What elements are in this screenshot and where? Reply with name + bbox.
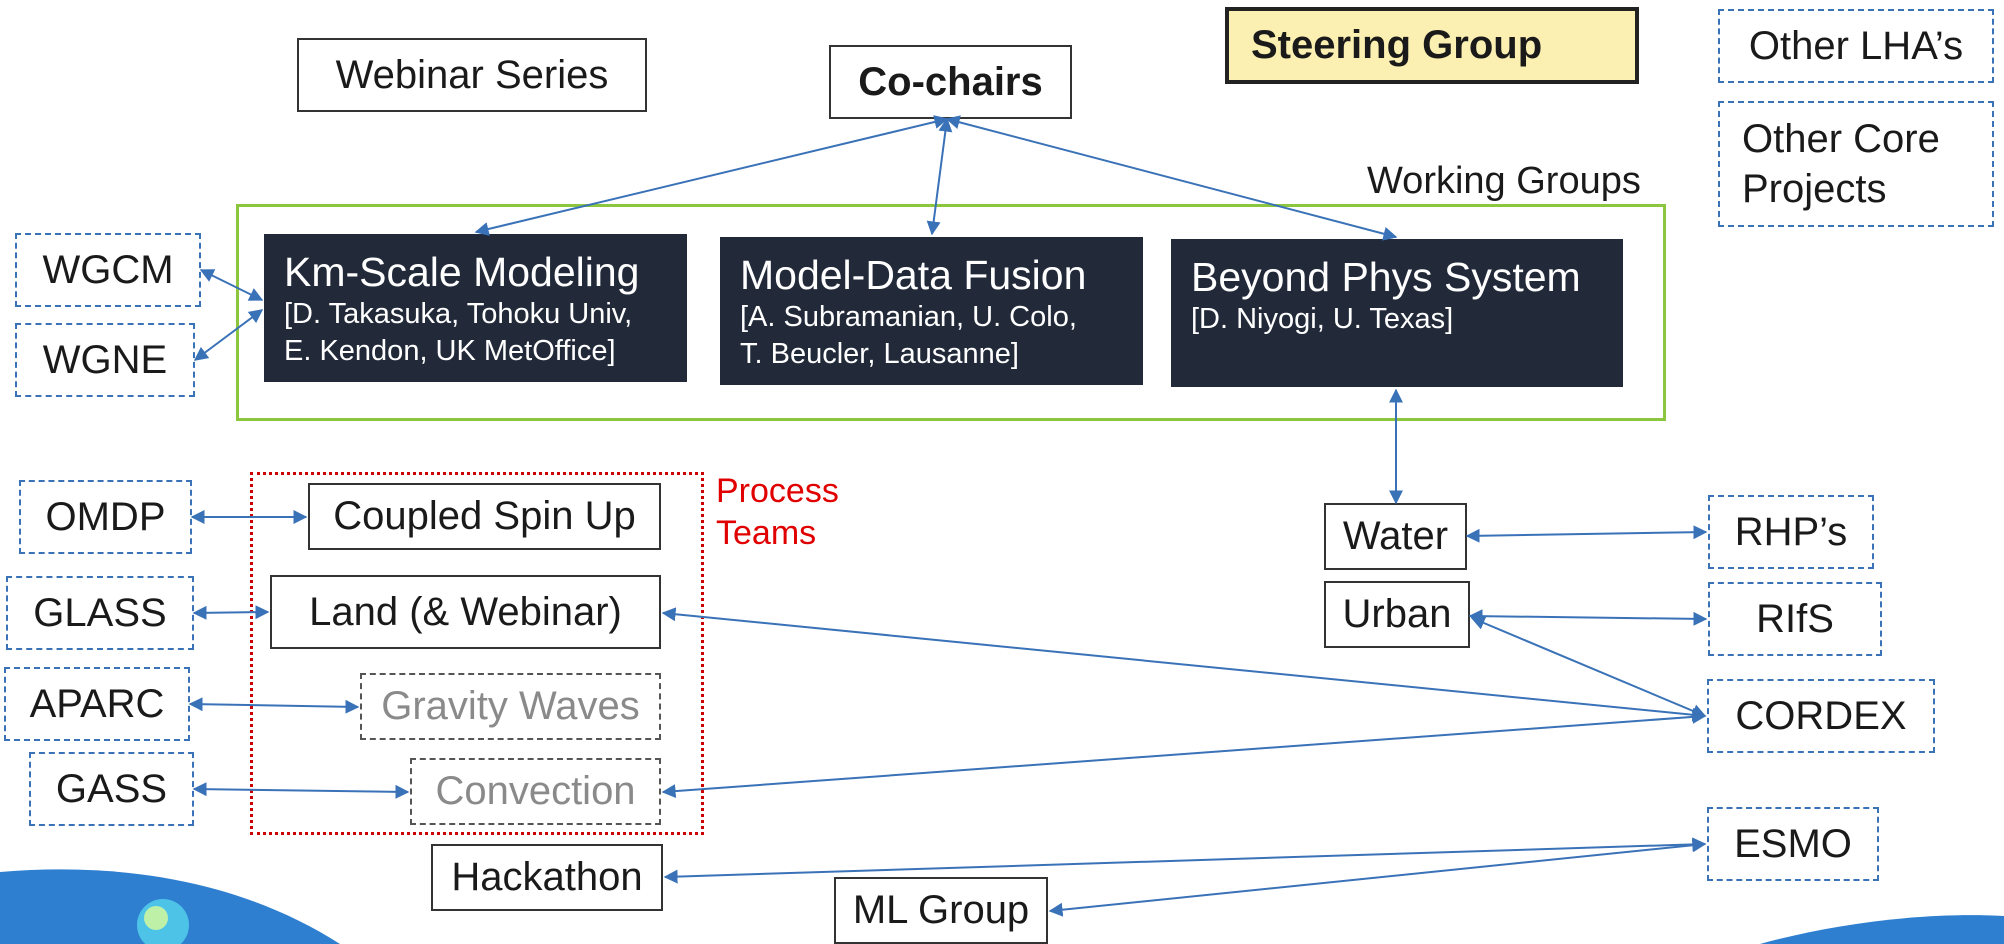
wgne-box: WGNE [15, 323, 195, 397]
other-core-projects-box: Other Core Projects [1718, 101, 1994, 227]
water-to-rhp-arrow [1465, 525, 1708, 543]
cordex-to-urban-arrow [1470, 616, 1707, 718]
model-data-fusion-title: Model-Data Fusion [740, 252, 1087, 298]
wgcm-to-kmscale-arrow [199, 269, 264, 301]
wgcm-box: WGCM [15, 233, 201, 307]
cordex-box: CORDEX [1707, 679, 1935, 753]
rhps-box: RHP’s [1708, 495, 1874, 569]
model-data-fusion-people: [A. Subramanian, U. Colo, T. Beucler, La… [740, 301, 1077, 370]
km-scale-modeling-box: Km-Scale Modeling [D. Takasuka, Tohoku U… [264, 234, 687, 382]
beyond-phys-people: [D. Niyogi, U. Texas] [1191, 303, 1454, 335]
right-wave [1760, 915, 2004, 944]
water-box: Water [1324, 503, 1467, 570]
beyond-phys-title: Beyond Phys System [1191, 254, 1581, 300]
model-data-fusion-box: Model-Data Fusion [A. Subramanian, U. Co… [720, 237, 1143, 385]
cordex-to-convection-arrow [661, 709, 1707, 799]
process-teams-label: Process Teams [716, 472, 839, 552]
omdp-box: OMDP [19, 480, 192, 554]
km-scale-title: Km-Scale Modeling [284, 249, 640, 295]
glass-box: GLASS [6, 576, 194, 650]
rifs-box: RIfS [1708, 582, 1882, 656]
aparc-to-gravity-arrow [188, 697, 360, 714]
cochairs-to-beyond-arrow [945, 115, 1398, 241]
cochairs-to-fusion-arrow [926, 117, 953, 236]
ml-group-box: ML Group [834, 877, 1048, 944]
coupled-spin-up-box: Coupled Spin Up [308, 483, 661, 550]
aparc-box: APARC [4, 667, 190, 741]
km-scale-people: [D. Takasuka, Tohoku Univ, E. Kendon, UK… [284, 298, 633, 367]
working-groups-label: Working Groups [1367, 160, 1641, 202]
urban-to-rifs-arrow [1468, 609, 1708, 626]
convection-box: Convection [410, 758, 661, 825]
gravity-waves-box: Gravity Waves [360, 673, 661, 740]
cordex-to-land-arrow [661, 607, 1707, 722]
beyond-phys-system-box: Beyond Phys System [D. Niyogi, U. Texas] [1171, 239, 1623, 387]
webinar-series-box: Webinar Series [297, 38, 647, 112]
wgne-to-kmscale-arrow [193, 309, 264, 361]
esmo-to-mlgroup-arrow [1048, 838, 1707, 917]
glass-to-land-arrow [192, 605, 270, 620]
land-webinar-box: Land (& Webinar) [270, 575, 661, 649]
steering-group-box: Steering Group [1225, 7, 1639, 84]
cochairs-to-kmscale-arrow [474, 115, 949, 236]
esmo-box: ESMO [1707, 807, 1879, 881]
gass-to-convection-arrow [192, 782, 410, 799]
hackathon-box: Hackathon [431, 844, 663, 911]
other-lha-box: Other LHA’s [1718, 9, 1994, 83]
